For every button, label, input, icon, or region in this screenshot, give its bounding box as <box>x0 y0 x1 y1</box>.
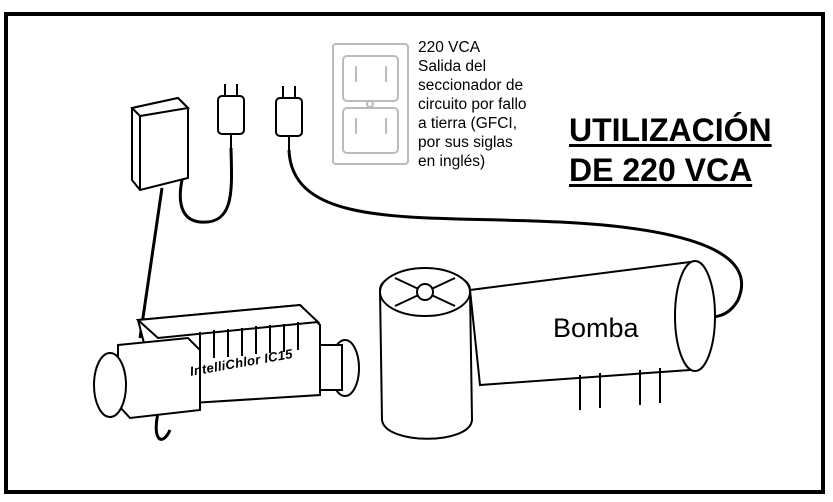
diagram-heading: UTILIZACIÓN DE 220 VCA <box>569 110 772 190</box>
pump-body <box>378 260 716 440</box>
heading-line-1: UTILIZACIÓN <box>569 112 772 148</box>
outlet-description: 220 VCA Salida del seccionador de circui… <box>418 38 568 171</box>
outlet-line: circuito por fallo <box>418 96 527 113</box>
wall-outlet <box>332 43 409 165</box>
outlet-line: a tierra (GFCI, <box>418 115 518 132</box>
plug-pump <box>275 86 303 150</box>
chlorinator-cell <box>93 303 360 420</box>
outlet-line: en inglés) <box>418 153 486 170</box>
outlet-line: Salida del <box>418 58 487 75</box>
plug-box <box>217 84 245 148</box>
outlet-line: por sus siglas <box>418 134 513 151</box>
heading-line-2: DE 220 VCA <box>569 152 753 188</box>
power-box <box>129 96 191 192</box>
pump-label: Bomba <box>553 313 639 343</box>
outlet-line: 220 VCA <box>418 39 481 56</box>
outlet-line: seccionador de <box>418 77 524 94</box>
cables <box>138 147 744 441</box>
